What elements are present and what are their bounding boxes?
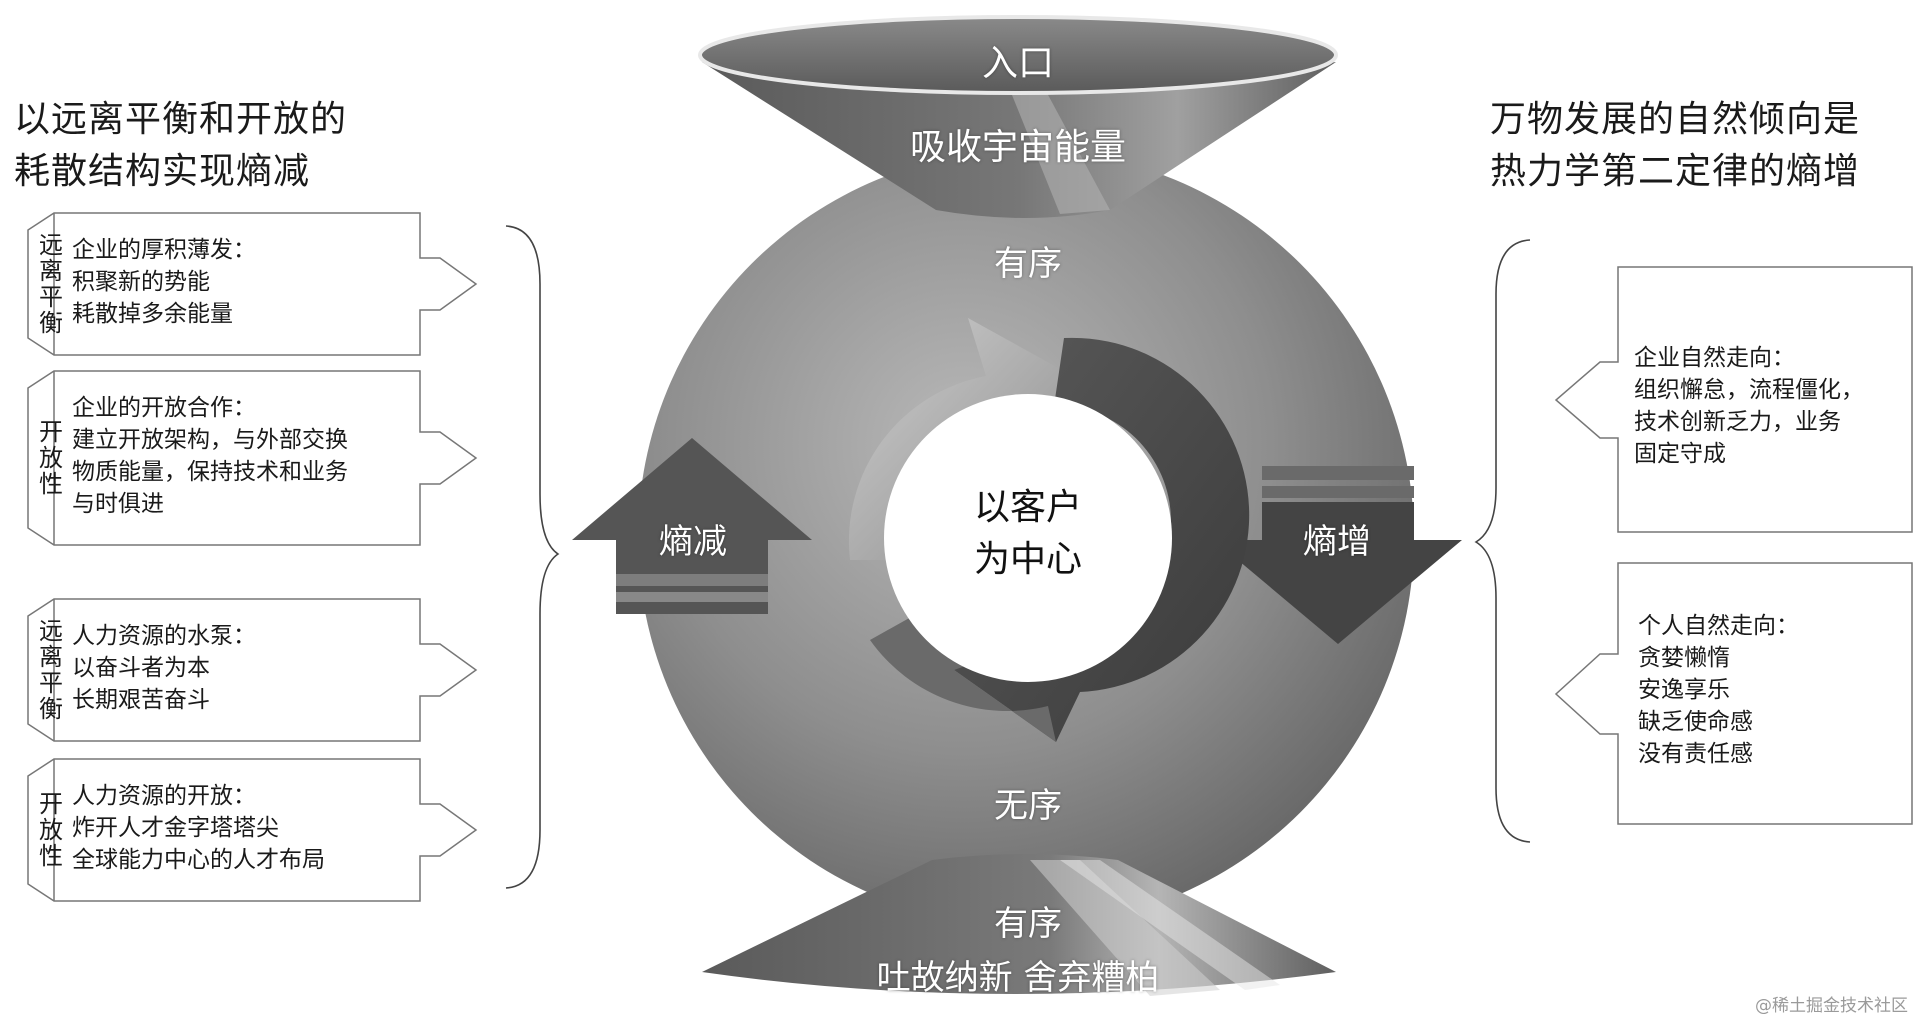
watermark: @稀土掘金技术社区 <box>1755 996 1908 1016</box>
left-card-3-tag-text: 远离平衡 <box>34 618 63 722</box>
left-card-4-tag-text: 开放性 <box>34 791 63 869</box>
right-heading: 万物发展的自然倾向是 热力学第二定律的熵增 <box>1490 94 1860 198</box>
left-heading-line-1: 以远离平衡和开放的 <box>14 99 348 140</box>
left-brace <box>505 225 560 889</box>
left-card-3: 远离平衡 人力资源的水泵： 以奋斗者为本 长期艰苦奋斗 <box>14 598 478 742</box>
left-card-2-title: 企业的开放合作： <box>72 395 256 421</box>
right-card-2-line-1: 贪婪懒惰 <box>1638 645 1730 671</box>
exhale-label: 吐故纳新 舍弃糟柏 <box>876 958 1160 998</box>
bottom-funnel <box>702 854 1336 996</box>
disordered-label: 无序 <box>994 786 1062 826</box>
right-card-1-line-1: 组织懈怠，流程僵化， <box>1634 377 1864 403</box>
left-card-4-line-1: 炸开人才金字塔塔尖 <box>72 815 279 841</box>
left-card-1: 远离平衡 企业的厚积薄发： 积聚新的势能 耗散掉多余能量 <box>14 212 478 356</box>
cycle-arrows <box>848 318 1250 742</box>
entropy-decrease-arrow <box>572 438 812 614</box>
left-card-3-tag: 远离平衡 <box>28 612 68 728</box>
right-card-2-line-2: 安逸享乐 <box>1638 677 1730 703</box>
left-heading: 以远离平衡和开放的 耗散结构实现熵减 <box>14 94 347 198</box>
left-card-2-tag: 开放性 <box>28 400 68 516</box>
right-brace <box>1474 239 1531 843</box>
top-funnel <box>698 15 1338 218</box>
left-card-4: 开放性 人力资源的开放： 炸开人才金字塔塔尖 全球能力中心的人才布局 <box>14 758 478 902</box>
left-heading-line-2: 耗散结构实现熵减 <box>14 151 311 192</box>
left-card-3-title: 人力资源的水泵： <box>72 623 256 649</box>
left-card-1-line-1: 积聚新的势能 <box>72 269 210 295</box>
entropy-decrease-label: 熵减 <box>659 522 727 562</box>
left-card-4-body: 人力资源的开放： 炸开人才金字塔塔尖 全球能力中心的人才布局 <box>72 780 432 876</box>
left-card-3-line-1: 以奋斗者为本 <box>72 655 210 681</box>
left-card-2: 开放性 企业的开放合作： 建立开放架构，与外部交换 物质能量，保持技术和业务 与… <box>14 370 478 546</box>
left-card-1-body: 企业的厚积薄发： 积聚新的势能 耗散掉多余能量 <box>72 234 432 330</box>
left-card-2-tag-text: 开放性 <box>34 419 63 497</box>
ordered-top-label: 有序 <box>994 244 1062 284</box>
ordered-bottom-label: 有序 <box>994 904 1062 944</box>
entropy-increase-label: 熵增 <box>1303 522 1371 562</box>
center-label-line-2: 为中心 <box>973 539 1082 580</box>
funnel-entry-label: 入口 <box>981 43 1054 84</box>
right-card-2-line-3: 缺乏使命感 <box>1638 709 1753 735</box>
right-card-2: 个人自然走向： 贪婪懒惰 安逸享乐 缺乏使命感 没有责任感 <box>1554 562 1914 826</box>
right-card-1-title: 企业自然走向： <box>1634 345 1795 371</box>
left-card-3-line-2: 长期艰苦奋斗 <box>72 687 210 713</box>
left-card-2-line-1: 建立开放架构，与外部交换 <box>72 427 348 453</box>
right-card-2-body: 个人自然走向： 贪婪懒惰 安逸享乐 缺乏使命感 没有责任感 <box>1638 610 1799 770</box>
right-card-1-line-3: 固定守成 <box>1634 441 1726 467</box>
left-card-1-line-2: 耗散掉多余能量 <box>72 301 233 327</box>
right-card-1: 企业自然走向： 组织懈怠，流程僵化， 技术创新乏力，业务 固定守成 <box>1554 266 1914 534</box>
right-heading-line-2: 热力学第二定律的熵增 <box>1490 151 1861 192</box>
right-card-2-title: 个人自然走向： <box>1638 613 1799 639</box>
funnel-absorb-label: 吸收宇宙能量 <box>909 127 1126 168</box>
left-card-2-body: 企业的开放合作： 建立开放架构，与外部交换 物质能量，保持技术和业务 与时俱进 <box>72 392 432 520</box>
left-card-4-title: 人力资源的开放： <box>72 783 256 809</box>
center-label-line-1: 以客户 <box>973 487 1082 528</box>
left-card-3-body: 人力资源的水泵： 以奋斗者为本 长期艰苦奋斗 <box>72 620 432 716</box>
right-heading-line-1: 万物发展的自然倾向是 <box>1490 99 1861 140</box>
entropy-increase-arrow <box>1214 466 1462 644</box>
left-card-1-tag-text: 远离平衡 <box>34 232 63 336</box>
center-label: 以客户 为中心 <box>938 482 1118 586</box>
right-card-1-line-2: 技术创新乏力，业务 <box>1634 409 1841 435</box>
left-card-2-line-2: 物质能量，保持技术和业务 <box>72 459 348 485</box>
left-card-4-line-2: 全球能力中心的人才布局 <box>72 847 325 873</box>
right-card-1-body: 企业自然走向： 组织懈怠，流程僵化， 技术创新乏力，业务 固定守成 <box>1634 342 1864 470</box>
left-card-2-line-3: 与时俱进 <box>72 491 164 517</box>
right-card-2-line-4: 没有责任感 <box>1638 741 1753 767</box>
left-card-4-tag: 开放性 <box>28 772 68 888</box>
left-card-1-title: 企业的厚积薄发： <box>72 237 256 263</box>
left-card-1-tag: 远离平衡 <box>28 226 68 342</box>
